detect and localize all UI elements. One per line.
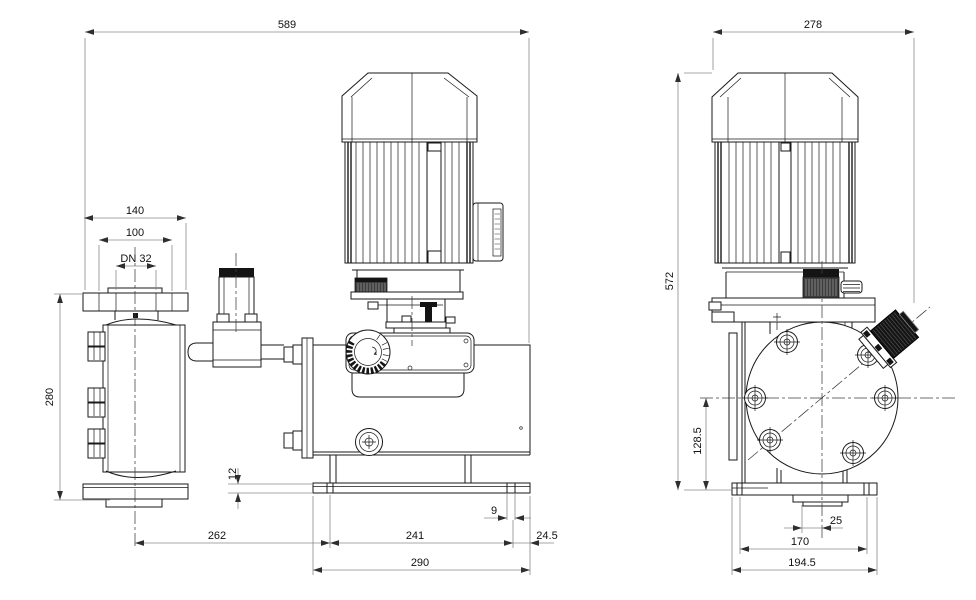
dim-side-slot-width: 9 — [491, 505, 497, 517]
dim-front-slot-distance: 170 — [791, 536, 809, 548]
dim-front-foot-offset: 25 — [830, 515, 842, 527]
stroke-adjust-bolt — [420, 302, 437, 322]
terminal-box — [472, 202, 504, 262]
dimensions-front: 278 572 128.5 25 170 194.5 — [664, 19, 915, 575]
motor-side — [341, 72, 504, 335]
dim-side-center-to-slot: 262 — [208, 530, 226, 542]
drain-plug — [355, 428, 383, 456]
front-view: 278 572 128.5 25 170 194.5 — [664, 19, 957, 575]
vent-knob — [858, 309, 920, 370]
dim-side-height: 280 — [44, 388, 56, 406]
dim-side-bolt-spacing: 100 — [126, 227, 144, 239]
dim-front-overall-width: 278 — [804, 19, 822, 31]
motor-front — [711, 72, 859, 298]
dimensions-side: 589 140 100 DN 32 280 12 — [44, 19, 558, 575]
adjustment-dial — [345, 329, 391, 375]
stroke-knob-front — [802, 269, 840, 299]
dim-side-plate-width: 290 — [411, 557, 429, 569]
dim-front-plate-width: 194.5 — [788, 557, 816, 569]
dim-front-overall-height: 572 — [664, 272, 676, 290]
dim-side-flange-width: 140 — [126, 205, 144, 217]
mounting-plate-front — [708, 297, 876, 483]
side-cap-front — [840, 280, 863, 294]
lantern-flange — [283, 337, 314, 459]
centerlines-side — [134, 247, 413, 549]
dim-side-connection: DN 32 — [120, 253, 151, 265]
dim-side-plate-thickness: 12 — [227, 468, 239, 480]
base-plate-front — [731, 468, 878, 507]
dim-side-slot-distance: 241 — [406, 530, 424, 542]
dim-side-overall-width: 589 — [278, 19, 296, 31]
dosing-head — [82, 287, 189, 508]
stroke-knob-side — [354, 277, 388, 294]
dim-side-edge-offset: 24.5 — [536, 530, 557, 542]
head-bolts — [87, 331, 106, 459]
base-plate-side — [312, 455, 531, 494]
dim-front-center-height: 128.5 — [692, 427, 704, 455]
head-bolts-front — [742, 329, 898, 466]
side-view: 589 140 100 DN 32 280 12 — [44, 19, 558, 575]
discharge-valve — [187, 268, 284, 368]
